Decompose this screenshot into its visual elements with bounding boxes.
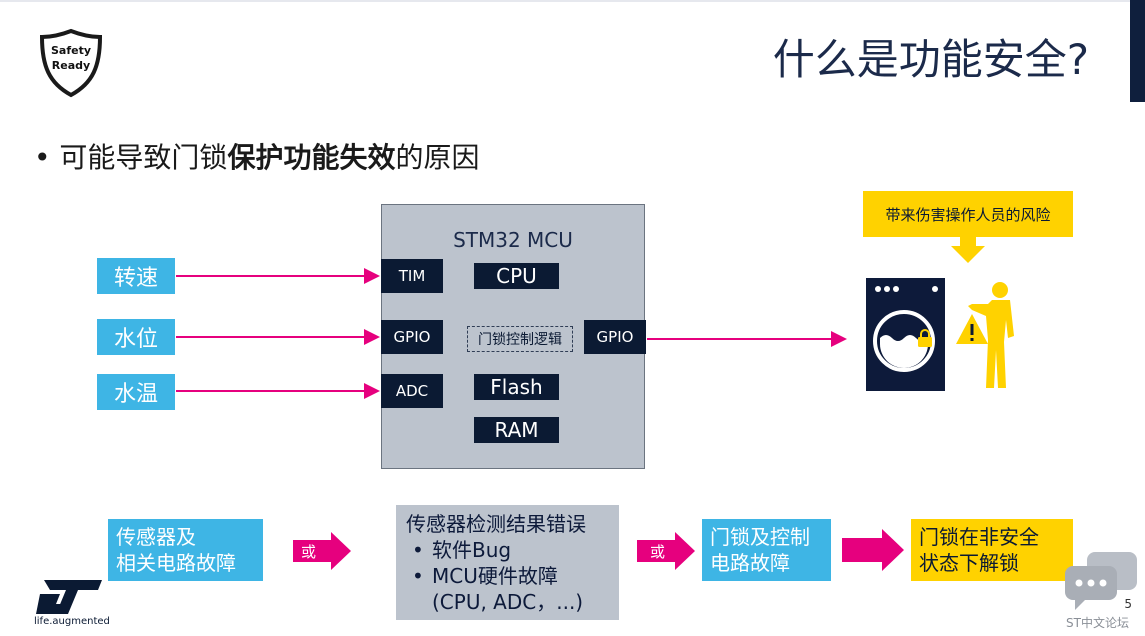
footer-watermark: ST中文论坛 xyxy=(1066,616,1129,630)
sensor-temp: 水温 xyxy=(97,374,175,410)
st-logo-icon xyxy=(36,580,102,614)
door-lock-logic: 门锁控制逻辑 xyxy=(467,326,573,352)
or-label-1: 或 xyxy=(301,543,317,561)
sensor-level: 水位 xyxy=(97,319,175,355)
detect-item-2b: (CPU, ADC，...) xyxy=(432,590,584,614)
result-box: 门锁在非安全 状态下解锁 xyxy=(911,519,1073,581)
result-arrow xyxy=(842,529,904,571)
gpio-out-chip: GPIO xyxy=(584,320,646,354)
detect-item-1: 软件Bug xyxy=(406,537,609,563)
tim-chip: TIM xyxy=(381,259,443,293)
badge-line2: Ready xyxy=(51,59,91,72)
sensor-speed: 转速 xyxy=(97,258,175,294)
flash-chip: Flash xyxy=(474,374,559,400)
result-line1: 门锁在非安全 xyxy=(919,525,1039,549)
detect-title: 传感器检测结果错误 xyxy=(406,512,586,536)
mcu-title: STM32 MCU xyxy=(453,228,573,252)
detect-item-2a: MCU硬件故障 xyxy=(406,563,609,589)
warning-icon xyxy=(955,312,989,346)
ram-chip: RAM xyxy=(474,417,559,443)
cpu-chip: CPU xyxy=(474,263,559,289)
detect-error-box: 传感器检测结果错误 软件Bug MCU硬件故障 (CPU, ADC，...) xyxy=(396,505,619,620)
bullet-bold: 保护功能失效 xyxy=(227,141,396,174)
lock-fault-line2: 电路故障 xyxy=(710,551,790,575)
sensor-fault-line2: 相关电路故障 xyxy=(116,551,236,575)
bullet-suffix: 的原因 xyxy=(395,141,480,174)
bullet-prefix: 可能导致门锁 xyxy=(59,141,228,174)
risk-label: 带来伤害操作人员的风险 xyxy=(863,191,1073,237)
lock-icon xyxy=(917,329,933,347)
logo-tagline: life.augmented xyxy=(34,616,110,627)
shield-badge-icon xyxy=(39,28,103,98)
safety-ready-badge: Safety Ready xyxy=(38,28,104,98)
washing-machine-icon xyxy=(866,278,945,391)
right-accent-bar xyxy=(1130,0,1145,102)
top-edge-line xyxy=(0,0,1130,2)
gpio-in-chip: GPIO xyxy=(381,320,443,354)
or-arrow-1: 或 xyxy=(293,532,351,570)
sensor-fault-box: 传感器及 相关电路故障 xyxy=(108,519,263,581)
page-number: 5 xyxy=(1124,597,1132,611)
adc-chip: ADC xyxy=(381,374,443,408)
person-icon xyxy=(966,280,1018,392)
lock-fault-box: 门锁及控制 电路故障 xyxy=(702,519,831,581)
lock-fault-line1: 门锁及控制 xyxy=(710,525,810,549)
bullet-text: • 可能导致门锁保护功能失效的原因 xyxy=(34,136,479,176)
result-line2: 状态下解锁 xyxy=(919,551,1019,575)
page-title: 什么是功能安全? xyxy=(772,35,1089,84)
badge-line1: Safety xyxy=(50,44,92,57)
bullet-dot: • xyxy=(34,141,60,174)
chat-bubble-icon xyxy=(1065,552,1139,612)
or-arrow-2: 或 xyxy=(637,532,695,570)
down-arrow-icon xyxy=(951,237,985,263)
sensor-fault-line1: 传感器及 xyxy=(116,525,196,549)
or-label-2: 或 xyxy=(650,543,666,561)
